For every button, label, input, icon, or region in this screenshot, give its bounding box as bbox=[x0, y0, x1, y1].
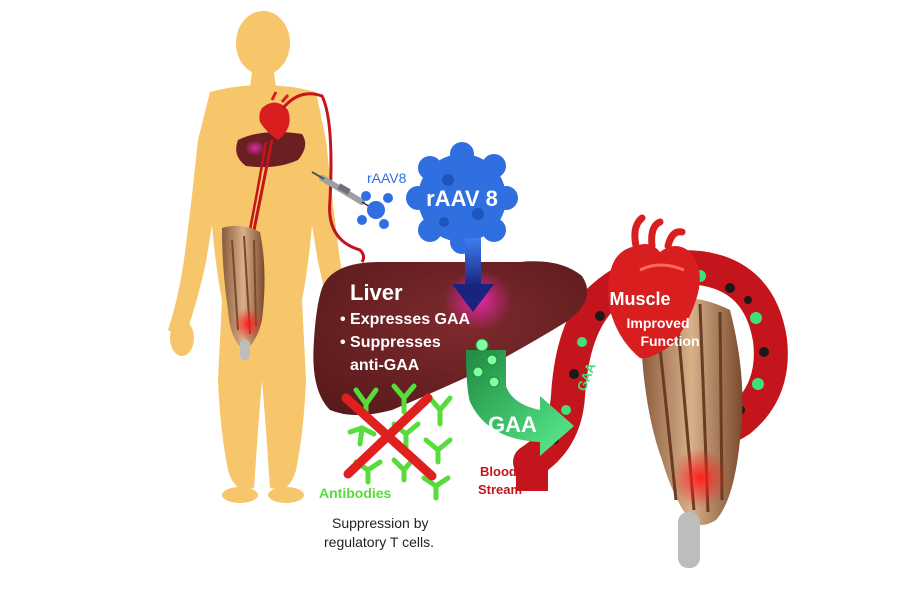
body-left-hand bbox=[170, 320, 194, 356]
raav8-big-label: rAAV 8 bbox=[426, 186, 498, 211]
liver-bullet-expresses: • Expresses GAA bbox=[340, 311, 471, 328]
syringe-icon bbox=[311, 171, 373, 209]
small-vessel-right bbox=[281, 92, 366, 263]
gaa-arrow bbox=[466, 338, 574, 456]
body-left-foot bbox=[222, 487, 258, 503]
small-heart-icon bbox=[259, 102, 290, 140]
blue-arrow bbox=[452, 238, 494, 312]
suppression-line1: Suppression by bbox=[332, 515, 429, 531]
big-virus-icon bbox=[406, 142, 518, 254]
raav8-small-label: rAAV8 bbox=[367, 170, 407, 186]
heart-icon bbox=[608, 214, 700, 359]
liver-title: Liver bbox=[350, 280, 403, 305]
muscle-function: Function bbox=[640, 333, 699, 349]
blood-stream-line2: Stream bbox=[478, 482, 522, 497]
body-right-foot bbox=[268, 487, 304, 503]
suppression-line2: regulatory T cells. bbox=[324, 534, 434, 550]
muscle-title: Muscle bbox=[609, 289, 670, 309]
body-neck bbox=[250, 72, 276, 88]
muscle-improved: Improved bbox=[626, 315, 689, 331]
gaa-arrow-label: GAA bbox=[488, 412, 537, 437]
big-muscle-icon bbox=[640, 296, 743, 568]
body-head bbox=[236, 11, 290, 75]
body-organs bbox=[222, 91, 366, 360]
antibodies-label: Antibodies bbox=[319, 485, 392, 501]
cross-mark-icon bbox=[341, 393, 437, 481]
blood-stream-line1: Blood bbox=[480, 464, 517, 479]
liver-anti-gaa: anti-GAA bbox=[350, 357, 420, 374]
small-virus-cluster-icon bbox=[357, 191, 393, 229]
liver-bullet-suppresses: • Suppresses bbox=[340, 334, 441, 351]
